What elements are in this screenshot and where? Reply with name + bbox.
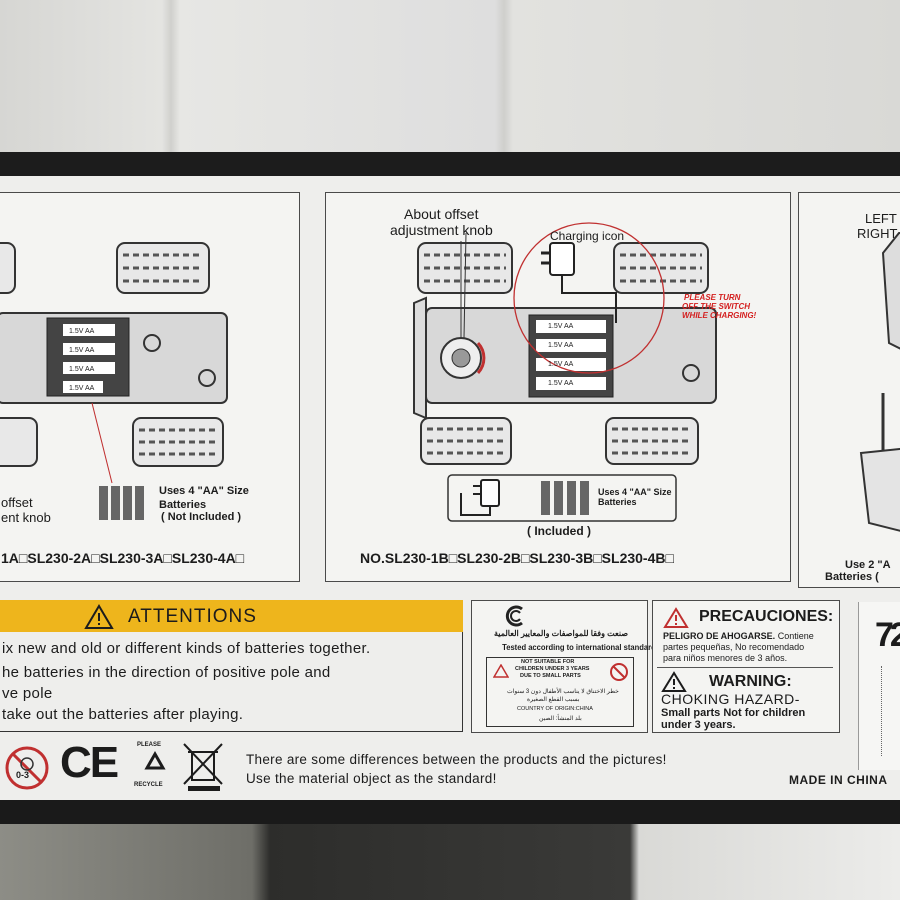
- battery-text: Uses 4 "AA" Size: [598, 487, 672, 497]
- remote-diagram-right: [859, 232, 900, 532]
- charging-icon-label: Charging icon: [550, 229, 625, 243]
- ce-mark-icon: CE: [60, 738, 119, 787]
- disclaimer-text: There are some differences between the p…: [246, 752, 667, 767]
- please-turn-off-note: PLEASE TURN: [684, 293, 741, 302]
- warn-small-text: NOT SUITABLE FOR: [521, 659, 575, 665]
- please-turn-off-note: WHILE CHARGING!: [682, 311, 757, 320]
- recycle-top-label: PLEASE: [137, 742, 162, 748]
- attention-line: ix new and old or different kinds of bat…: [2, 640, 371, 657]
- brand-label-sticker: 72: [858, 602, 900, 770]
- attentions-body: ix new and old or different kinds of bat…: [0, 632, 463, 732]
- brand-logo: 72: [875, 616, 900, 654]
- battery-text: Batteries: [159, 499, 207, 511]
- cell-label: 1.5V AA: [69, 347, 95, 354]
- arabic-warn-text: خطر الاختناق لا يناسب الأطفال دون 3 سنوا…: [507, 689, 619, 695]
- weee-bin-icon: [183, 743, 223, 791]
- warning-text: CHOKING HAZARD-: [661, 691, 800, 707]
- instruction-panel-center: About offset adjustment knob Charging ic…: [325, 192, 791, 582]
- battery-text: Uses 4 "AA" Size: [159, 485, 249, 497]
- model-numbers-center: NO.SL230-1B□SL230-2B□SL230-3B□SL230-4B□: [360, 550, 674, 566]
- attention-line: he batteries in the direction of positiv…: [2, 664, 331, 681]
- country-of-origin-arabic: بلد المنشأ: الصين: [539, 716, 582, 722]
- precauciones-title: PRECAUCIONES:: [699, 608, 834, 625]
- included-label: ( Included ): [527, 524, 591, 538]
- instruction-panel-right: LEFT RIGHT Use 2 "A Batteries (: [798, 192, 900, 588]
- about-offset-label: adjustment knob: [390, 222, 493, 238]
- offset-label: ent knob: [1, 510, 51, 525]
- warn-small-text: CHILDREN UNDER 3 YEARS: [515, 666, 590, 672]
- please-turn-off-note: OFF THE SWITCH: [682, 302, 750, 311]
- use2-label: Batteries (: [825, 571, 879, 583]
- warning-triangle-icon: [84, 604, 114, 629]
- about-offset-label: About offset: [404, 206, 479, 222]
- sticker-small-print: [881, 666, 892, 756]
- warning-triangle-icon: [661, 671, 687, 692]
- battery-text: Batteries: [598, 497, 637, 507]
- right-label: RIGHT: [857, 226, 898, 241]
- left-label: LEFT: [865, 211, 897, 226]
- precauciones-text-bold: PELIGRO DE AHOGARSE.: [663, 631, 776, 641]
- age-label: 0-3: [16, 770, 30, 780]
- car-diagram-center: [413, 222, 717, 522]
- cell-label: 1.5V AA: [69, 366, 95, 373]
- cell-label: 1.5V AA: [548, 380, 574, 387]
- wall-background: [0, 0, 900, 160]
- car-diagram-left: [0, 242, 228, 520]
- floor-background: [0, 810, 900, 900]
- cell-label: 1.5V AA: [548, 323, 574, 330]
- warn-small-text: DUE TO SMALL PARTS: [520, 673, 581, 679]
- standards-logo-icon: [505, 605, 523, 627]
- small-parts-warning: NOT SUITABLE FOR CHILDREN UNDER 3 YEARS …: [486, 657, 634, 727]
- warning-text: under 3 years.: [661, 719, 736, 731]
- cell-label: 1.5V AA: [548, 342, 574, 349]
- precauciones-text: partes pequeñas, No recomendado: [663, 642, 805, 652]
- recycle-bottom-label: RECYCLE: [134, 782, 163, 788]
- attention-line: ve pole: [2, 685, 53, 702]
- no-under-3-icon: [610, 663, 628, 681]
- attentions-title: ATTENTIONS: [128, 606, 257, 627]
- arabic-warn-text: بسبب القطع الصغيرة: [527, 697, 580, 703]
- cell-label: 1.5V AA: [548, 361, 574, 368]
- precauciones-text-rest: Contiene: [775, 631, 814, 641]
- attentions-header: ATTENTIONS: [0, 600, 463, 632]
- warning-triangle-icon: [493, 664, 509, 678]
- standards-box: صنعت وفقا للمواصفات والمعايير العالمية T…: [471, 600, 660, 733]
- box-bottom-edge: [0, 800, 900, 824]
- warning-text: Small parts Not for children: [661, 707, 806, 719]
- tested-standards-line: Tested according to international standa…: [502, 643, 660, 652]
- battery-text: ( Not Included ): [161, 511, 242, 523]
- arabic-standards-line: صنعت وفقا للمواصفات والمعايير العالمية: [494, 629, 629, 638]
- attention-line: take out the batteries after playing.: [2, 706, 244, 723]
- use2-label: Use 2 "A: [845, 559, 891, 571]
- cell-label: 1.5V AA: [69, 328, 95, 335]
- precauciones-text: para niños menores de 3 años.: [663, 653, 788, 663]
- offset-label: offset: [1, 495, 33, 510]
- recycle-icon: [144, 750, 166, 770]
- age-restriction-icon: [5, 746, 49, 790]
- instruction-panel-left: 1.5V AA 1.5V AA 1.5V AA 1.5V AA offset e…: [0, 192, 300, 582]
- cell-label: 1.5V AA: [69, 385, 95, 392]
- made-in-china-label: MADE IN CHINA: [789, 773, 888, 787]
- box-top-edge: [0, 152, 900, 178]
- divider: [657, 667, 833, 668]
- country-of-origin: COUNTRY OF ORIGIN:CHINA: [517, 706, 593, 712]
- warning-triangle-icon: [663, 607, 689, 628]
- disclaimer-text: Use the material object as the standard!: [246, 771, 497, 786]
- warning-title: WARNING:: [709, 673, 792, 690]
- precautions-box: PRECAUCIONES: PELIGRO DE AHOGARSE. Conti…: [652, 600, 840, 733]
- model-numbers-left: 1A□SL230-2A□SL230-3A□SL230-4A□: [1, 550, 245, 566]
- precauciones-text: PELIGRO DE AHOGARSE. Contiene: [663, 631, 814, 641]
